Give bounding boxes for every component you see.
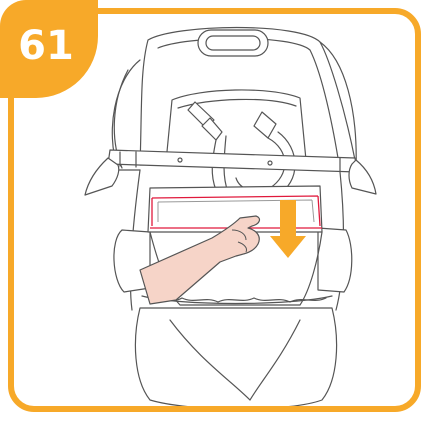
step-number: 61 <box>18 26 74 66</box>
